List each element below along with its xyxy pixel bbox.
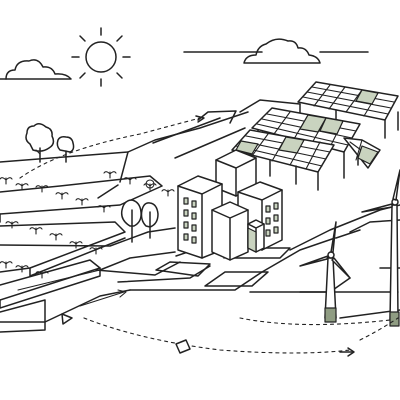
crop-rows bbox=[0, 171, 175, 279]
energy-flow-paths bbox=[19, 115, 399, 354]
crop-sprout-icon bbox=[0, 171, 175, 279]
building-icon bbox=[177, 175, 223, 259]
square-marker-icon bbox=[175, 339, 191, 354]
tree-icon bbox=[56, 136, 75, 163]
wind-turbine-icon bbox=[361, 169, 400, 327]
cloud-icon bbox=[243, 38, 321, 64]
tree-icon bbox=[140, 202, 159, 239]
solar-array bbox=[231, 81, 399, 191]
tree-icon bbox=[145, 179, 155, 189]
tree-icon bbox=[120, 199, 142, 243]
building-icon bbox=[211, 201, 249, 261]
arrow-icon bbox=[339, 347, 355, 357]
building-icon bbox=[247, 219, 265, 253]
tree-icon bbox=[25, 123, 55, 163]
wind-turbine-icon bbox=[299, 221, 351, 323]
triangle-marker-icon bbox=[61, 313, 73, 325]
cloud-icon bbox=[5, 59, 72, 80]
farm-plots bbox=[0, 175, 163, 333]
arrow-icon bbox=[79, 289, 127, 307]
sun-icon bbox=[71, 27, 131, 87]
